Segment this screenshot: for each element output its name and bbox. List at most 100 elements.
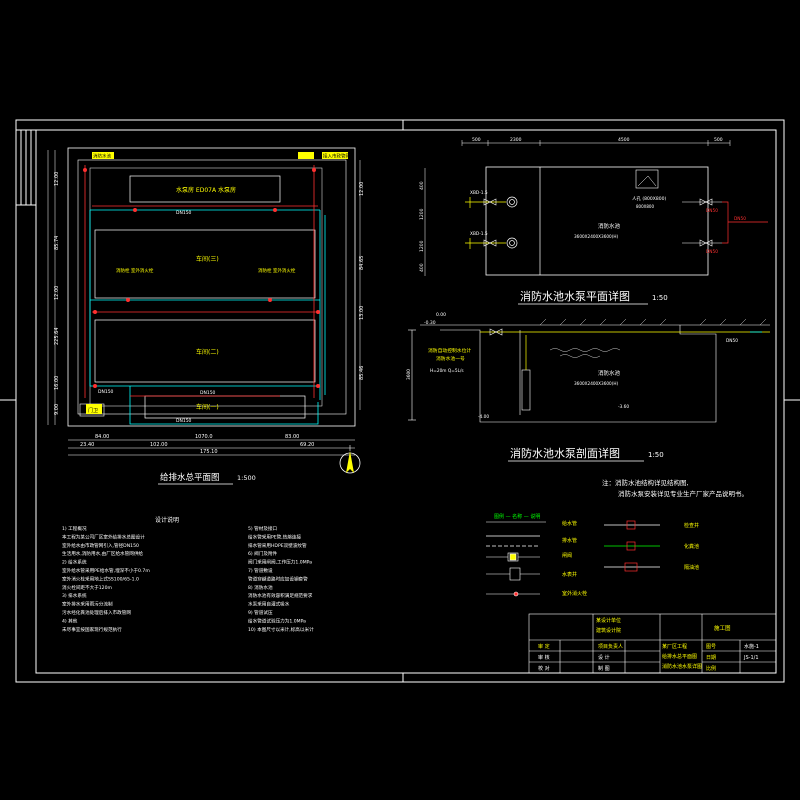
pump-plan-dim-left-3: 1200	[419, 240, 425, 252]
dim-bottom-mid: 102.00	[150, 442, 168, 448]
tb-row3-b: 制 图	[598, 665, 610, 672]
tb-row2-b: 设 计	[598, 654, 610, 661]
dim-bottom-2: 1070.0	[195, 434, 213, 440]
label-pipe-a: DN150	[176, 210, 192, 216]
design-note-right-6: 7) 管道敷设	[248, 567, 273, 574]
pump-section-scale: 1:50	[648, 451, 664, 459]
pump-room-outline	[485, 166, 709, 276]
soil-hatch	[539, 318, 767, 326]
design-note-left-2: 本工程为某公司厂区室外给排水总图设计	[62, 533, 145, 540]
legend-symbol-hydrant-icon	[486, 591, 540, 597]
legend-right-2: 化粪池	[684, 543, 699, 550]
building-workshop-1	[144, 395, 306, 419]
design-note-left-6: 室外给水管采用PE给水管,埋深不小于0.7m	[62, 567, 150, 574]
pump-plan-dim-top-1: 500	[472, 137, 481, 143]
site-plan: 12.00 85.74 12.00 225.64 16.00 9.00 12.0…	[47, 147, 365, 485]
design-note-right-11: 9) 管道试压	[248, 609, 273, 616]
section-bottom-mid: -3.60	[618, 404, 629, 410]
pump-plan-tank-spec: 3600X2400X3600(H)	[574, 234, 618, 239]
north-arrow-icon	[339, 445, 361, 474]
tb-row2-a: 审 核	[538, 654, 550, 661]
pump-plan-scale: 1:50	[652, 294, 668, 302]
dim-left-6: 9.00	[54, 404, 60, 415]
tb-company-2: 建筑设计院	[596, 627, 621, 634]
design-note-right-5: 阀门采用闸阀,工作压力1.0MPa	[248, 559, 312, 566]
label-pipe-d: DN150	[200, 390, 216, 396]
label-pump-house: 水泵房 ED07A 水泵房	[176, 186, 236, 194]
manhole-hatch	[635, 169, 659, 189]
dim-right-4: 85.46	[359, 366, 365, 380]
pump-plan-tank-label: 消防水池	[598, 222, 621, 230]
tb-project: 某厂区工程	[662, 643, 687, 650]
tag-municipal: 接入市政管网	[323, 153, 350, 160]
design-note-right-8: 8) 消防水池	[248, 584, 273, 591]
pump-plan-out-1: DN50	[706, 208, 718, 214]
design-notes: 设计说明 1) 工程概况 本工程为某公司厂区室外给排水总图设计 室外给水由市政管…	[62, 516, 314, 633]
legend-name-5: 室外消火栓	[562, 590, 587, 597]
label-pipe-b: DN150	[98, 389, 114, 395]
dim-right-1: 12.00	[359, 182, 365, 196]
legend-name-4: 水表井	[562, 571, 577, 578]
pump-plan-dim-top-2: 2300	[510, 137, 522, 143]
pump-plan-hatch-spec: 800X800	[636, 204, 654, 209]
site-boundary	[67, 147, 356, 427]
design-note-left-13: 未尽事宜按国家现行规范执行	[62, 626, 122, 633]
legend-symbol-meter-icon	[486, 567, 540, 581]
design-note-right-7: 管道穿越道路时应加设钢套管	[248, 575, 308, 582]
dim-right-3: 13.00	[359, 306, 365, 320]
design-note-left-1: 1) 工程概况	[62, 525, 87, 532]
building-workshop-2	[94, 319, 316, 383]
note-line-2: 消防水泵安装详见专业生产厂家产品说明书。	[618, 489, 748, 498]
design-note-left-11: 污水经化粪池处理后排入市政管网	[62, 609, 131, 616]
design-note-left-12: 4) 其他	[62, 617, 78, 624]
pump-plan-hatch-label: 人孔 (800X800)	[632, 195, 666, 202]
pump-plan-dim-top-4: 500	[714, 137, 723, 143]
pump-plan-out-2: DN50	[706, 249, 718, 255]
tb-stage: 施工图	[714, 624, 731, 632]
section-top-level: 0.00	[436, 312, 446, 318]
design-note-right-9: 消防水池有效容积满足规范要求	[248, 592, 313, 599]
label-hydrant-right: 消防栓 室外消火栓	[258, 267, 296, 274]
label-hydrant-left: 消防栓 室外消火栓	[116, 267, 154, 274]
design-note-left-9: 3) 排水系统	[62, 592, 87, 599]
pump-1-icon	[506, 196, 518, 208]
tb-code: JS-1/1	[743, 655, 759, 661]
section-tank-label: 消防水池	[598, 369, 621, 377]
title-block: 某设计单位 建筑设计院 施工图 某厂区工程 给排水总平面图 消防水池水泵详图 审…	[528, 613, 777, 674]
legend-right-3: 隔油池	[684, 564, 699, 571]
building-pump-house	[129, 175, 281, 203]
pump-2-icon	[506, 237, 518, 249]
pump-section: 0.00 -0.30 消防自动控制水位计 消防水池一号 H=20m Q=5L/s…	[406, 312, 770, 462]
design-note-right-12: 给水管道试验压力为1.0MPa	[248, 617, 306, 624]
legend-name-1: 给水管	[562, 520, 577, 527]
dim-right-2: 84.65	[359, 256, 365, 270]
tb-number-label: 图号	[706, 644, 716, 650]
pump-plan-dim-left-4: 400	[419, 263, 425, 272]
design-note-right-2: 给水管采用PE管,热熔连接	[248, 533, 301, 540]
dim-left-2: 85.74	[54, 236, 60, 250]
tb-company-1: 某设计单位	[596, 617, 621, 624]
section-note-2: 消防水池一号	[436, 355, 465, 362]
pump-plan-dim-top-3: 4500	[618, 137, 630, 143]
site-dimensions	[47, 150, 361, 456]
pump-plan-dim-left-2: 1200	[419, 208, 425, 220]
tb-drawing-2: 消防水池水泵详图	[662, 663, 702, 670]
tb-date: 日期	[706, 655, 716, 661]
pump-plan-title: 消防水池水泵平面详图	[520, 289, 630, 303]
section-out-label: DN50	[726, 338, 738, 344]
legend: 图例 — 名称 — 说明 给水管 排水管 闸阀 水表井 室外消火栓	[486, 513, 699, 597]
section-note-1: 消防自动控制水位计	[428, 347, 471, 354]
label-pipe-c: DN150	[176, 418, 192, 424]
label-workshop-3: 车间(三)	[196, 255, 219, 263]
design-note-left-10: 室外排水采用雨污分流制	[62, 601, 113, 608]
tb-row1-b: 项目负责人	[598, 643, 623, 650]
design-notes-title: 设计说明	[155, 516, 179, 524]
dim-left-5: 16.00	[54, 376, 60, 390]
section-bottom-left: -4.00	[478, 414, 489, 420]
pump-plan: 500 2300 4500 500 400 1200 1200 400 人孔 (…	[419, 137, 768, 305]
sheet-frame	[0, 119, 800, 683]
tb-row3-a: 校 对	[538, 665, 550, 672]
label-workshop-1: 车间(一)	[196, 403, 219, 411]
legend-header: 图例 — 名称 — 说明	[494, 513, 540, 520]
